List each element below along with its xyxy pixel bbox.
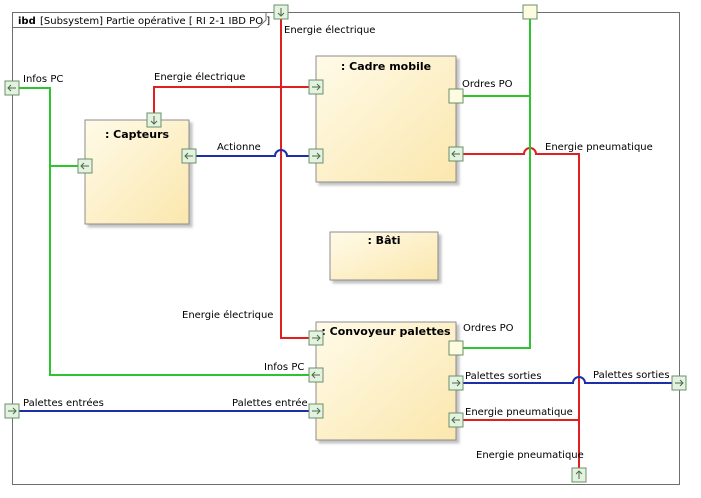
label-energie-electrique-top: Energie électrique xyxy=(284,24,375,36)
port-cadre-energie-pneumatique[interactable] xyxy=(448,146,464,162)
block-title: : Cadre mobile xyxy=(341,60,431,73)
label-infos-pc-convoyeur: Infos PC xyxy=(264,362,304,373)
info-connectors xyxy=(19,19,531,376)
frame-keyword: ibd xyxy=(18,16,36,27)
label-energie-pneumatique-cadre: Energie pneumatique xyxy=(545,142,653,153)
port-frame-ordres-po[interactable] xyxy=(522,4,538,20)
label-energie-pneumatique-convoyeur: Energie pneumatique xyxy=(465,407,573,418)
connector-palettes-sorties xyxy=(456,376,679,384)
port-convoyeur-energie-electrique[interactable] xyxy=(308,330,324,346)
port-cadre-ordres-po[interactable] xyxy=(448,88,464,104)
connector-ordres-po xyxy=(456,19,531,349)
port-capteurs-energie-electrique[interactable] xyxy=(146,112,162,128)
frame-header-tab xyxy=(12,12,267,28)
port-frame-energie-pneumatique[interactable] xyxy=(571,467,587,483)
label-palettes-entrees-boundary: Palettes entrées xyxy=(23,397,104,409)
block-capteurs[interactable]: : Capteurs xyxy=(84,119,190,225)
port-frame-palettes-sorties[interactable] xyxy=(671,375,687,391)
ports xyxy=(4,4,687,483)
label-ordres-po-convoyeur: Ordres PO xyxy=(463,323,514,334)
port-capteurs-actionne[interactable] xyxy=(181,148,197,164)
block-title: : Bâti xyxy=(367,234,400,247)
label-palettes-sorties-inner: Palettes sorties xyxy=(465,371,542,382)
port-convoyeur-ordres-po[interactable] xyxy=(448,340,464,356)
port-frame-energie-electrique[interactable] xyxy=(273,4,289,20)
label-energie-electrique-convoyeur: Energie électrique xyxy=(182,309,273,321)
port-frame-palettes-entrees[interactable] xyxy=(4,403,20,419)
block-cadre-mobile[interactable]: : Cadre mobile xyxy=(315,55,457,183)
label-ordres-po-cadre: Ordres PO xyxy=(462,79,513,90)
port-capteurs-infos-pc[interactable] xyxy=(77,158,93,174)
label-palettes-entree-convoyeur: Palettes entrée xyxy=(232,397,308,409)
port-convoyeur-palettes-sorties[interactable] xyxy=(448,375,464,391)
diagram-frame xyxy=(12,12,680,485)
block-bati[interactable]: : Bâti xyxy=(329,231,439,281)
label-actionne: Actionne xyxy=(217,142,261,153)
connector-infos-pc xyxy=(19,87,316,376)
port-convoyeur-infos-pc[interactable] xyxy=(308,367,324,383)
port-cadre-energie-electrique[interactable] xyxy=(308,79,324,95)
flow-connectors xyxy=(19,149,679,412)
port-frame-infos-pc[interactable] xyxy=(4,80,20,96)
connector-energie-electrique xyxy=(280,19,316,339)
port-cadre-actionne[interactable] xyxy=(308,148,324,164)
label-energie-electrique-capteurs: Energie électrique xyxy=(154,71,245,83)
port-convoyeur-palettes-entree[interactable] xyxy=(308,403,324,419)
label-palettes-sorties-boundary: Palettes sorties xyxy=(593,370,670,381)
connector-actionne xyxy=(189,149,316,157)
block-title: : Capteurs xyxy=(105,128,170,141)
block-convoyeur-palettes[interactable]: : Convoyeur palettes xyxy=(315,321,457,441)
block-title: : Convoyeur palettes xyxy=(321,325,451,338)
label-energie-pneumatique-bottom: Energie pneumatique xyxy=(476,450,584,461)
connector-energie-electrique-capteurs xyxy=(153,86,316,113)
label-infos-pc-boundary: Infos PC xyxy=(23,74,63,85)
port-convoyeur-energie-pneumatique[interactable] xyxy=(448,412,464,428)
frame-title: [Subsystem] Partie opérative [ RI 2-1 IB… xyxy=(40,15,270,27)
